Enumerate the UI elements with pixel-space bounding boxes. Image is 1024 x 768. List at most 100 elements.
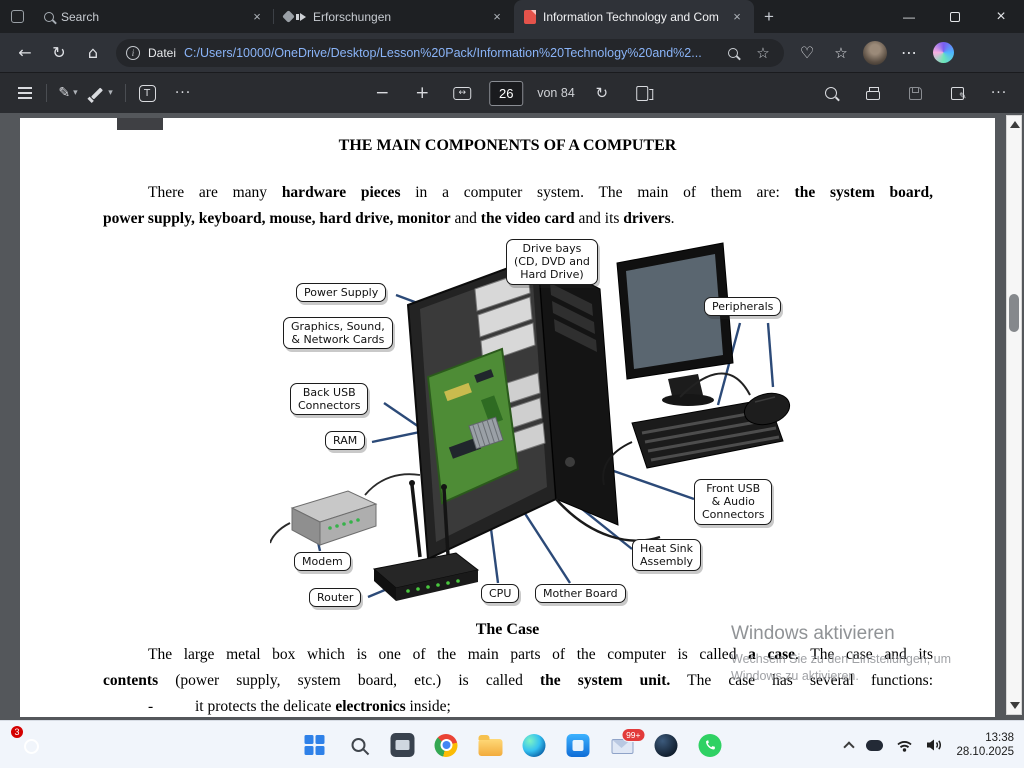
edge-icon[interactable] bbox=[521, 732, 548, 759]
profile-avatar[interactable] bbox=[860, 38, 890, 68]
maximize-button[interactable] bbox=[932, 0, 978, 33]
paragraph-line: power supply, keyboard, mouse, hard driv… bbox=[103, 210, 675, 227]
toc-icon bbox=[18, 87, 32, 99]
volume-icon[interactable] bbox=[926, 738, 943, 752]
monitor-art bbox=[616, 242, 734, 406]
gallery-app-icon[interactable] bbox=[389, 732, 416, 759]
search-in-page-icon[interactable] bbox=[722, 47, 744, 58]
wifi-icon[interactable] bbox=[896, 738, 913, 752]
page-total-label: von 84 bbox=[537, 86, 575, 100]
mail-badge: 99+ bbox=[621, 727, 646, 742]
settings-more-button[interactable]: ⋯ bbox=[901, 43, 917, 62]
tray-app-icon[interactable] bbox=[866, 739, 884, 751]
list-item: -it protects the delicate electronics in… bbox=[148, 698, 451, 715]
section-heading-the-case: The Case bbox=[475, 621, 540, 638]
pdf-toolbar: ✎▾ ▾ T ··· − + ↔ von 84 ↻ ··· bbox=[0, 72, 1024, 113]
scroll-up-arrow[interactable] bbox=[1010, 121, 1020, 128]
save-icon bbox=[908, 86, 922, 100]
address-bar[interactable]: i Datei C:/Users/10000/OneDrive/Desktop/… bbox=[116, 38, 784, 67]
tab-actions-button[interactable] bbox=[0, 0, 34, 33]
search-icon bbox=[825, 87, 837, 99]
chevron-down-icon[interactable]: ▾ bbox=[73, 88, 78, 98]
pdf-page: THE MAIN COMPONENTS OF A COMPUTER There … bbox=[20, 118, 995, 717]
pdf-right-tools: ··· bbox=[818, 78, 1012, 108]
chrome-logo bbox=[434, 733, 458, 757]
fit-width-icon: ↔ bbox=[453, 86, 472, 100]
file-explorer-icon[interactable] bbox=[477, 732, 504, 759]
search-favicon-icon bbox=[44, 11, 54, 22]
chrome-icon[interactable] bbox=[433, 732, 460, 759]
tab-close-icon[interactable]: × bbox=[493, 9, 501, 24]
table-of-contents-button[interactable] bbox=[12, 78, 38, 108]
tab-pdf-active[interactable]: Information Technology and Com × bbox=[514, 0, 754, 33]
zoom-in-button[interactable]: + bbox=[415, 83, 430, 103]
folder-icon bbox=[478, 734, 502, 756]
modem-art bbox=[270, 473, 421, 546]
favorites-list-icon[interactable]: ☆ bbox=[834, 43, 848, 62]
store-app-icon[interactable] bbox=[565, 732, 592, 759]
address-url[interactable]: C:/Users/10000/OneDrive/Desktop/Lesson%2… bbox=[184, 45, 702, 60]
taskbar-clock[interactable]: 13:38 28.10.2025 bbox=[956, 731, 1014, 759]
highlight-tool-button[interactable]: ▾ bbox=[91, 78, 117, 108]
window-controls: — × bbox=[886, 0, 1024, 33]
back-button[interactable]: ← bbox=[18, 43, 32, 62]
favorites-star-icon[interactable]: ☆ bbox=[756, 43, 770, 62]
scrollbar-thumb[interactable] bbox=[1009, 294, 1019, 332]
diagram-artwork bbox=[270, 242, 791, 601]
pdf-page-controls: − + ↔ von 84 ↻ bbox=[369, 78, 655, 108]
maximize-icon bbox=[950, 11, 960, 22]
zoom-out-button[interactable]: − bbox=[375, 83, 390, 103]
round-dark-app-icon[interactable] bbox=[653, 732, 680, 759]
tower-case-art bbox=[406, 255, 619, 561]
page-info-icon[interactable]: i bbox=[126, 45, 140, 60]
save-as-button[interactable] bbox=[944, 78, 970, 108]
home-button[interactable]: ⌂ bbox=[87, 43, 99, 62]
search-document-button[interactable] bbox=[818, 78, 844, 108]
paragraph-the-case: The large metal box which is one of the … bbox=[103, 642, 933, 720]
vertical-scrollbar[interactable] bbox=[1006, 115, 1022, 715]
rotate-button[interactable]: ↻ bbox=[595, 84, 609, 102]
print-button[interactable] bbox=[860, 78, 886, 108]
dark-app-icon bbox=[390, 733, 414, 757]
tab-close-icon[interactable]: × bbox=[253, 9, 261, 24]
mail-app-icon[interactable]: 99+ bbox=[609, 727, 646, 759]
refresh-button[interactable]: ↻ bbox=[52, 43, 66, 62]
save-as-icon bbox=[950, 86, 967, 102]
toolbar-divider bbox=[46, 84, 47, 102]
copilot-icon[interactable] bbox=[928, 38, 958, 68]
blue-app-icon bbox=[566, 733, 590, 757]
taskbar-search-button[interactable] bbox=[345, 732, 372, 759]
new-tab-button[interactable]: + bbox=[764, 7, 774, 26]
tab-erforschungen[interactable]: Erforschungen × bbox=[274, 0, 514, 33]
more-options-button[interactable]: ··· bbox=[990, 85, 1008, 101]
date-label: 28.10.2025 bbox=[956, 746, 1014, 758]
tab-separator bbox=[273, 9, 274, 24]
whatsapp-icon[interactable] bbox=[697, 732, 724, 759]
paragraph-line: There are many hardware pieces in a comp… bbox=[148, 184, 933, 201]
minimize-button[interactable]: — bbox=[903, 9, 915, 24]
document-title: THE MAIN COMPONENTS OF A COMPUTER bbox=[338, 137, 677, 154]
save-button[interactable] bbox=[902, 78, 928, 108]
hidden-icons-chevron[interactable] bbox=[843, 740, 856, 753]
tab-search[interactable]: Search × bbox=[34, 0, 274, 33]
chevron-down-icon[interactable]: ▾ bbox=[108, 88, 113, 98]
start-button[interactable] bbox=[301, 732, 328, 759]
scroll-down-arrow[interactable] bbox=[1010, 702, 1020, 709]
browser-essentials-icon[interactable]: ♡ bbox=[799, 43, 815, 62]
draw-tool-button[interactable]: ✎▾ bbox=[55, 78, 81, 108]
add-text-button[interactable]: T bbox=[134, 78, 160, 108]
close-window-button[interactable]: × bbox=[996, 7, 1006, 25]
tab-close-icon[interactable]: × bbox=[733, 9, 741, 24]
windows-logo-icon bbox=[304, 735, 324, 755]
more-tools-button[interactable]: ··· bbox=[174, 85, 192, 101]
label-cpu: CPU bbox=[481, 584, 520, 604]
pen-icon: ✎ bbox=[58, 85, 71, 101]
page-number-input[interactable] bbox=[489, 80, 524, 106]
fit-to-width-button[interactable]: ↔ bbox=[449, 78, 475, 108]
label-power-supply: Power Supply bbox=[296, 283, 387, 303]
windows-taskbar: 3 99+ 13:38 28.10.2025 bbox=[0, 720, 1024, 768]
computer-components-diagram: Power Supply Graphics, Sound, & Network … bbox=[270, 237, 795, 617]
toolbar-divider bbox=[125, 84, 126, 102]
page-view-button[interactable] bbox=[629, 78, 655, 108]
label-ram: RAM bbox=[325, 431, 366, 451]
